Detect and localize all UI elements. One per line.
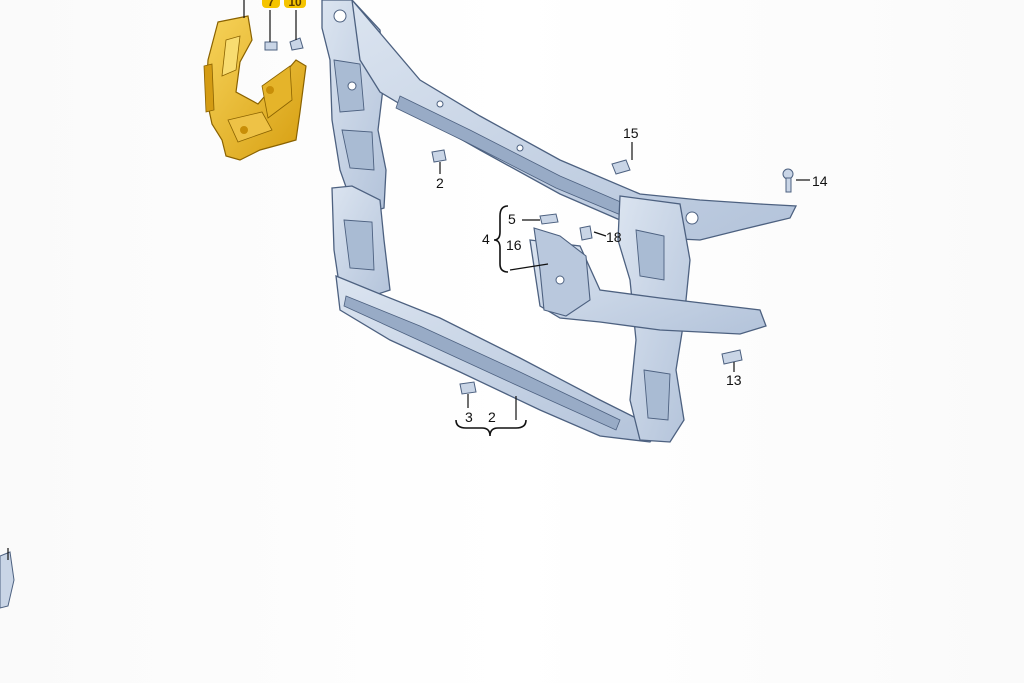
bolt-part-18 <box>579 225 607 241</box>
callout-3: 3 <box>465 409 473 425</box>
clip-part-7 <box>264 10 278 51</box>
svg-text:10: 10 <box>288 0 302 9</box>
callout-14: 14 <box>812 173 828 189</box>
callout-badge-left: 7 <box>262 0 280 9</box>
callout-13: 13 <box>726 372 742 388</box>
radiator-support-frame <box>321 0 798 443</box>
callout-15: 15 <box>623 125 639 141</box>
brace-group-4 <box>493 205 509 273</box>
brace-group-bottom <box>455 419 527 437</box>
svg-text:7: 7 <box>268 0 275 9</box>
callout-badge-right: 10 <box>284 0 306 9</box>
yellow-bracket-part <box>203 15 307 161</box>
leader-16 <box>509 263 549 271</box>
bolt-part-13 <box>721 349 743 372</box>
nut-part-2-top <box>431 149 447 174</box>
callout-5: 5 <box>508 211 516 227</box>
callout-16: 16 <box>506 237 522 253</box>
callout-18: 18 <box>606 229 622 245</box>
clip-part-10 <box>289 10 304 51</box>
nut-part-3 <box>459 381 477 408</box>
bolt-part-14 <box>782 168 810 193</box>
callout-4: 4 <box>482 231 490 247</box>
callout-2-bottom: 2 <box>488 409 496 425</box>
clip-part-5 <box>522 213 559 225</box>
clip-part-15 <box>611 142 633 175</box>
partial-part-fragment <box>0 548 15 609</box>
callout-2-top: 2 <box>436 175 444 191</box>
